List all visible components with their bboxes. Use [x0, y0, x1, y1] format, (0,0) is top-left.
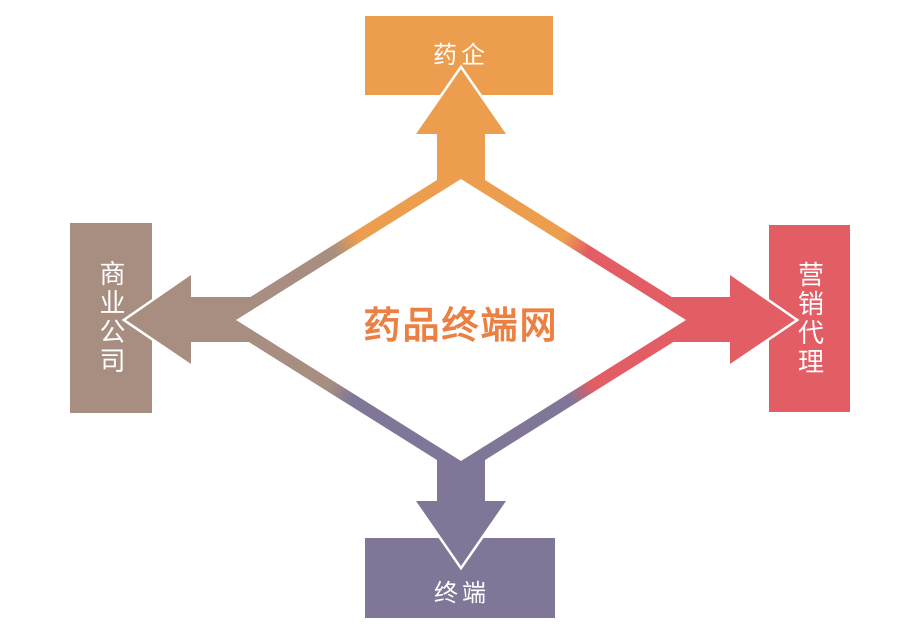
center-title: 药品终端网 [363, 305, 559, 346]
diamond-edge-top-right [457, 166, 701, 326]
diamond-inner-face [236, 179, 686, 461]
diamond-edge-bottom-left [221, 314, 465, 474]
node-label-commercial-company: 商业公司 [96, 260, 126, 376]
node-label-pharma: 药企 [433, 41, 489, 69]
diamond-edge-bottom-right [457, 314, 701, 474]
node-label-marketing-agent: 营销代理 [794, 260, 825, 377]
node-label-terminal: 终端 [434, 580, 490, 607]
diamond-edge-top-left [221, 166, 465, 326]
